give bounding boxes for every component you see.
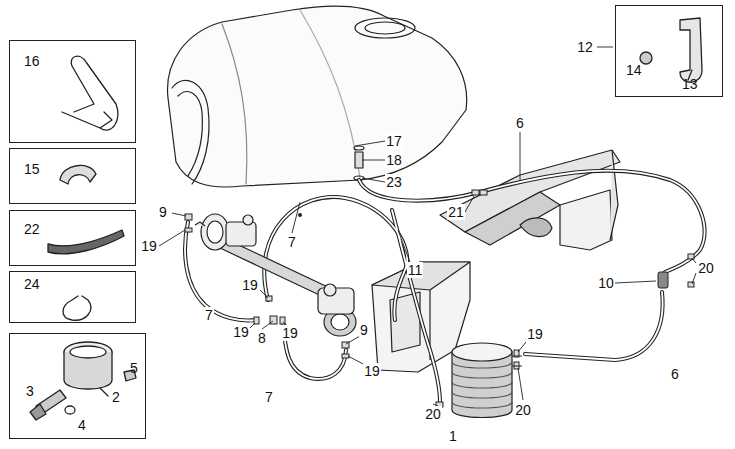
fitting [185,214,192,220]
callout-number: 22 [24,221,40,237]
charcoal-canister [452,343,522,418]
callout-number: 12 [576,39,594,55]
callout-number: 10 [597,275,615,291]
callout-number: 14 [626,62,642,78]
part-box: 22 [9,210,136,266]
callout-number: 6 [670,366,680,382]
throttle-bodies [195,214,356,336]
callout-number: 19 [140,238,158,254]
ring-clamp [63,296,91,320]
callout-number: 7 [204,307,214,323]
callout-number: 18 [385,152,403,168]
callout-number: 3 [26,383,34,399]
callout-number: 21 [447,204,465,220]
callout-number: 4 [78,417,86,433]
part-box: 24 [9,271,136,323]
callout-number: 19 [241,277,259,293]
callout-number: 8 [257,330,267,346]
callout-number: 19 [281,325,299,341]
callout-number: 5 [130,360,138,376]
callout-number: 17 [385,133,403,149]
callout-number: 20 [514,402,532,418]
callout-number: 24 [24,276,40,292]
callout-number: 6 [515,115,525,131]
callout-number: 23 [385,174,403,190]
leader-lines [159,47,696,406]
filler-cap [355,18,415,38]
callout-number: 19 [526,326,544,342]
wire-clip [62,56,118,130]
tank-fitting [355,152,363,168]
clamp [60,165,96,184]
callout-number: 20 [697,260,715,276]
part-box: 16 [9,40,136,143]
callout-number: 9 [359,322,369,338]
fuel-tank [168,6,467,187]
callout-number: 1 [448,428,458,444]
callout-number: 16 [24,53,40,69]
hose-piece [48,230,124,254]
callout-number: 7 [264,389,274,405]
callout-number: 19 [232,324,250,340]
part-box: 15 [9,148,136,204]
part-box: 2 3 4 5 [9,333,146,439]
tank-knee-recess [172,80,209,184]
callout-number: 13 [682,76,698,92]
callout-number: 20 [424,406,442,422]
mounting-bracket [30,342,136,420]
callout-number: 19 [363,363,381,379]
frame [440,150,620,250]
hose-bracket [640,18,702,82]
callout-number: 7 [287,234,297,250]
callout-number: 15 [24,161,40,177]
part-box: 14 13 [615,5,723,97]
callout-number: 9 [158,204,168,220]
callout-number: 11 [407,262,424,278]
callout-number: 2 [112,389,120,405]
